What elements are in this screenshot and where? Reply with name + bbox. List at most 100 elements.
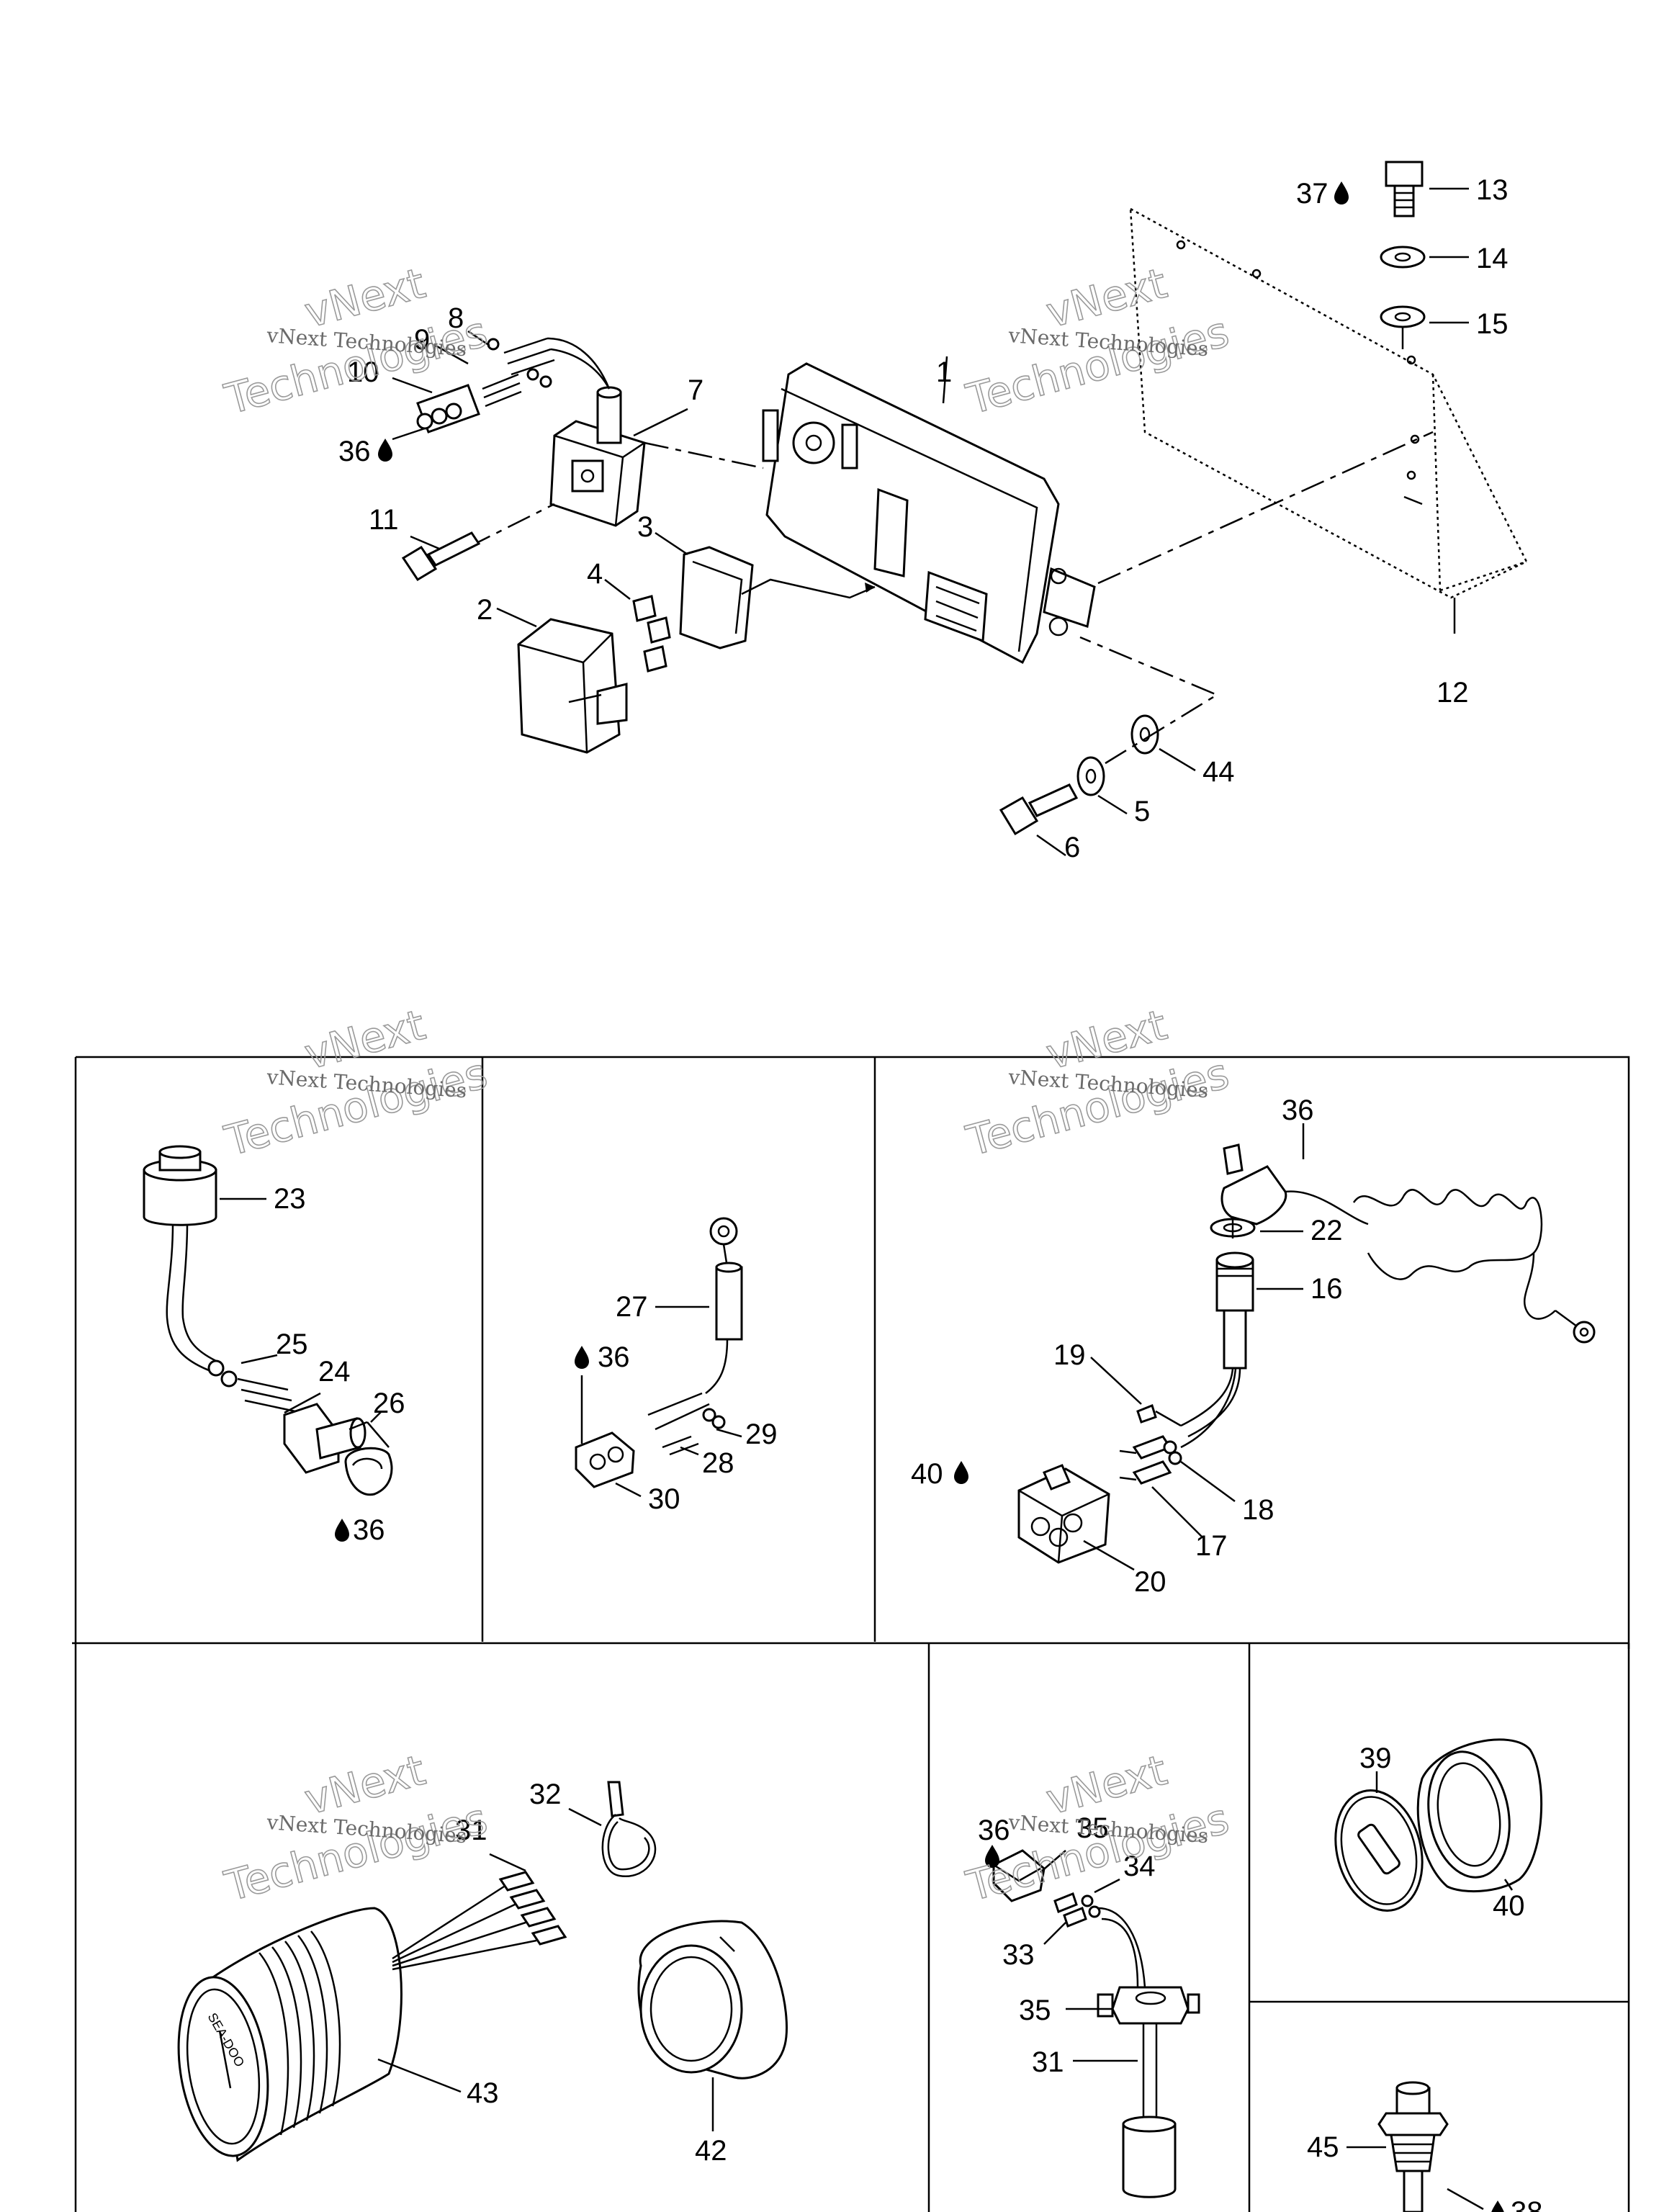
callout-38: 38 xyxy=(1511,2196,1543,2212)
panel-c-callouts: 36 22 16 19 18 17 20 40 xyxy=(911,1094,1343,1598)
pins-24-25 xyxy=(207,1354,321,1414)
callout-21: 22 xyxy=(1310,1215,1343,1246)
callout-28: 28 xyxy=(702,1447,734,1479)
callout-22: 36 xyxy=(1282,1094,1314,1126)
cable-tie-43 xyxy=(568,1781,657,1878)
connector-30 xyxy=(575,1375,642,1498)
washer-15 xyxy=(1380,305,1469,349)
gauge-41: SEA-DOO xyxy=(177,1907,462,2162)
callout-43: 32 xyxy=(529,1779,562,1810)
callout-12: 12 xyxy=(1437,677,1469,709)
sensor-23 xyxy=(143,1145,266,1373)
relay xyxy=(467,386,764,549)
control-module xyxy=(762,356,1096,665)
callout-31: 31 xyxy=(1032,2046,1064,2078)
tether-cord-22 xyxy=(1220,1123,1596,1344)
pins-28-29 xyxy=(647,1392,742,1456)
callout-36: 36 xyxy=(598,1341,630,1373)
callout-3: 3 xyxy=(637,511,653,543)
assembly-line-6 xyxy=(1079,636,1219,765)
wires-16 xyxy=(1180,1367,1241,1449)
callout-36: 36 xyxy=(353,1514,385,1546)
callout-9: 9 xyxy=(414,324,430,356)
callout-18: 18 xyxy=(1242,1494,1274,1526)
callout-19: 19 xyxy=(1053,1339,1086,1371)
loctite-drop-icon xyxy=(1334,181,1349,204)
callout-44: 44 xyxy=(1202,756,1235,788)
assembly-line-12 xyxy=(1097,431,1434,585)
panel-g-callouts: 45 38 xyxy=(1307,2131,1543,2212)
callout-14: 14 xyxy=(1476,243,1509,274)
callout-42: 31 xyxy=(455,1815,487,1846)
callout-16: 16 xyxy=(1310,1273,1343,1305)
screw-6 xyxy=(999,783,1079,857)
wires-42 xyxy=(392,1853,567,1971)
fuse-holder xyxy=(496,607,628,754)
nut-21 xyxy=(1210,1217,1303,1238)
panel-a-callouts: 23 24 25 26 36 xyxy=(274,1183,405,1546)
callout-29: 29 xyxy=(745,1419,778,1450)
callout-17: 17 xyxy=(1195,1530,1228,1562)
callout-33: 34 xyxy=(1123,1851,1156,1882)
washer-5 xyxy=(1076,756,1128,815)
loctite-drop-icon xyxy=(335,1519,349,1542)
callout-41: 43 xyxy=(467,2077,499,2109)
connector-34 xyxy=(992,1849,1066,1902)
watermark-4: vNext Technologies vNext Technologies xyxy=(961,999,1234,1166)
fuses xyxy=(604,579,671,673)
callout-39: 39 xyxy=(1359,1743,1392,1774)
callout-24: 24 xyxy=(318,1356,351,1388)
cover xyxy=(655,531,876,649)
callout-45: 45 xyxy=(1307,2131,1339,2163)
loctite-drop-icon xyxy=(1491,2200,1505,2212)
callout-27: 27 xyxy=(616,1291,648,1323)
connector-26 xyxy=(283,1403,393,1496)
bezel-40 xyxy=(637,1920,788,2131)
loctite-drop-icon xyxy=(378,439,392,462)
callout-10: 10 xyxy=(347,356,379,388)
washer-44 xyxy=(1130,714,1196,772)
callout-4: 4 xyxy=(587,558,603,590)
washer-14 xyxy=(1380,246,1469,269)
callout-8: 8 xyxy=(448,302,464,334)
pins-32-33 xyxy=(1043,1878,1120,1945)
panel-d-callouts: 32 31 43 42 xyxy=(455,1779,727,2167)
callout-30: 30 xyxy=(648,1483,680,1515)
callout-37: 37 xyxy=(1296,178,1328,210)
callout-32: 33 xyxy=(1002,1939,1035,1971)
callout-13: 13 xyxy=(1476,174,1509,206)
watermark-5: vNext Technologies vNext Technologies xyxy=(219,1745,493,1911)
pins-17-19 xyxy=(1090,1357,1236,1538)
callout-20: 20 xyxy=(1134,1566,1166,1598)
callout-6: 6 xyxy=(1064,832,1080,863)
callout-40: 42 xyxy=(695,2135,727,2167)
callout-26: 26 xyxy=(373,1388,405,1419)
callout-23: 23 xyxy=(274,1183,306,1215)
callout-7: 7 xyxy=(688,374,703,406)
callout-25: 25 xyxy=(276,1328,308,1360)
connector-20 xyxy=(1017,1464,1135,1571)
callout-1: 1 xyxy=(936,356,952,388)
callout-5: 5 xyxy=(1134,796,1150,827)
watermark-3: vNext Technologies vNext Technologies xyxy=(219,999,493,1166)
bolt-13 xyxy=(1385,161,1469,217)
sensor-45 xyxy=(1346,2081,1484,2212)
watermark-2: vNext Technologies vNext Technologies xyxy=(961,258,1234,424)
panel-b-callouts: 27 28 29 30 36 xyxy=(575,1291,778,1515)
callout-36: 40 xyxy=(911,1458,943,1490)
mounting-plate xyxy=(1129,207,1528,634)
callout-35: 35 xyxy=(1019,1995,1051,2026)
panel-e-callouts: 36 35 34 33 35 31 xyxy=(978,1812,1156,2078)
callout-11: 11 xyxy=(369,504,399,536)
callout-36: 36 xyxy=(338,436,371,467)
cap-39 xyxy=(1334,1771,1424,1912)
loctite-drop-icon xyxy=(575,1346,589,1369)
screw-11 xyxy=(401,531,481,582)
sensor-31 xyxy=(1066,1907,1200,2198)
callout-2: 2 xyxy=(477,594,493,626)
top-callouts: 1 2 3 4 5 6 7 8 9 10 11 12 13 14 15 36 3… xyxy=(338,174,1509,863)
callout-15: 15 xyxy=(1476,308,1509,340)
panel-frames xyxy=(72,1056,1630,2212)
panel-f-callouts: 39 40 xyxy=(1359,1743,1525,1922)
